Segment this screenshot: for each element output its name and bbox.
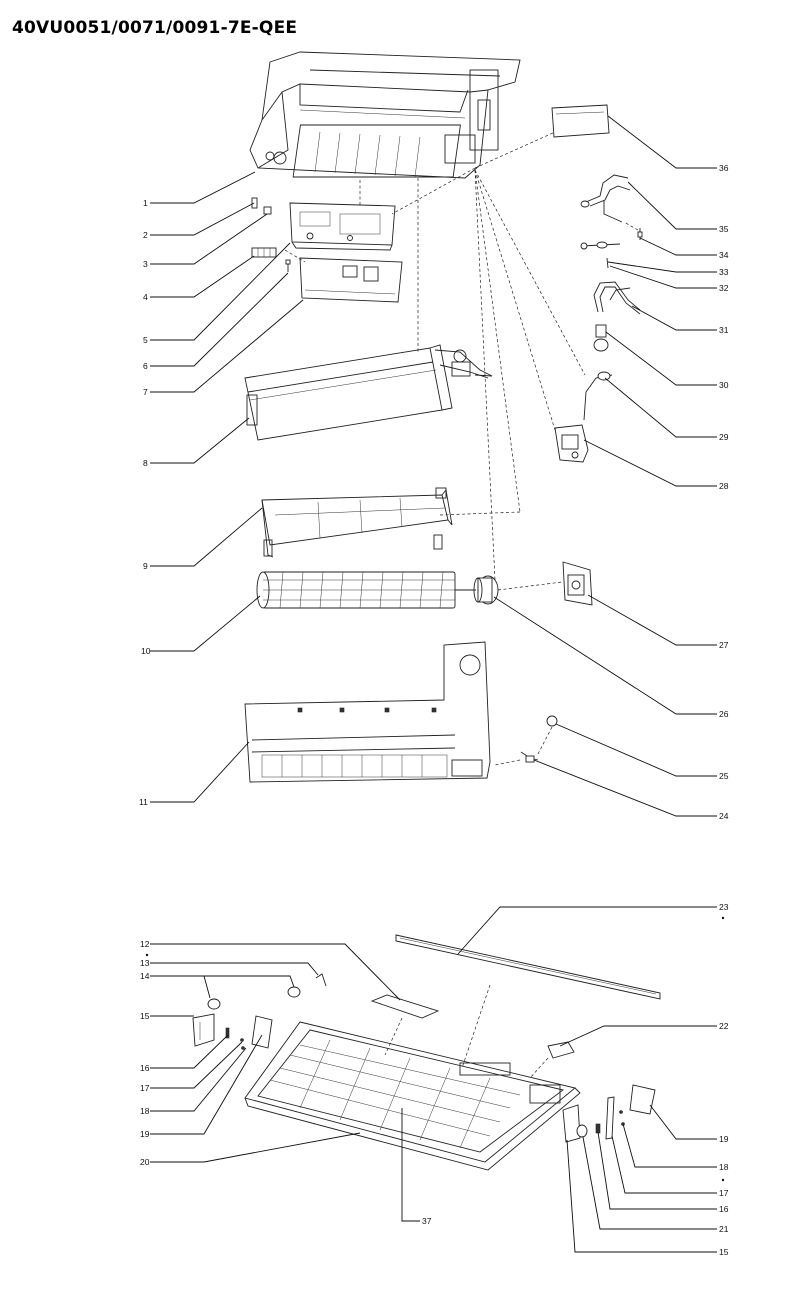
pin-part	[606, 257, 609, 269]
chassis-frame-part	[249, 51, 521, 179]
callout-labels: 1 2 3 4 5 6 7 8 9 10 11 12 13 14 15 16 1…	[139, 163, 729, 1257]
marker-dot	[721, 1178, 725, 1182]
callout-27: 27	[719, 640, 729, 650]
callout-28: 28	[719, 481, 729, 491]
side-bracket-left-part	[192, 1013, 215, 1047]
clip-parts	[251, 197, 272, 215]
callout-36: 36	[719, 163, 729, 173]
callout-19-right: 19	[719, 1134, 729, 1144]
back-chassis-part	[244, 641, 491, 783]
callout-17-right: 17	[719, 1188, 729, 1198]
filter-strip-part	[370, 994, 440, 1019]
cross-flow-fan-part	[256, 571, 476, 609]
display-cover-part	[547, 1041, 575, 1059]
motor-bracket-part	[562, 561, 593, 606]
callout-10: 10	[141, 646, 151, 656]
callout-1: 1	[143, 198, 148, 208]
callout-33: 33	[719, 267, 729, 277]
callout-22: 22	[719, 1021, 729, 1031]
hinge-parts-left	[225, 1015, 273, 1050]
callout-5: 5	[143, 335, 148, 345]
cap-parts	[207, 973, 327, 1010]
diagram-title: 40VU0051/0071/0091-7E-QEE	[12, 18, 298, 38]
callout-23: 23	[719, 902, 729, 912]
leader-lines	[150, 115, 717, 1253]
callout-19-left: 19	[140, 1129, 150, 1139]
sensor-parts	[520, 715, 558, 763]
pipe-assembly-part	[580, 174, 631, 223]
callout-16-left: 16	[140, 1063, 150, 1073]
callout-7: 7	[143, 387, 148, 397]
callout-13: 13	[140, 958, 150, 968]
tube-bundle-part	[593, 281, 641, 315]
stepping-motor-part	[554, 424, 589, 463]
callout-32: 32	[719, 283, 729, 293]
callout-11: 11	[139, 797, 148, 807]
callout-37: 37	[422, 1216, 432, 1226]
callout-6: 6	[143, 361, 148, 371]
callout-4: 4	[143, 292, 148, 302]
callout-21: 21	[719, 1224, 729, 1234]
callout-18-left: 18	[140, 1106, 150, 1116]
terminal-block-part	[251, 247, 277, 258]
callout-17-left: 17	[140, 1083, 150, 1093]
long-strip-part	[395, 934, 661, 1000]
fan-motor-part	[473, 575, 499, 605]
callout-15-left: 15	[140, 1011, 150, 1021]
callout-34: 34	[719, 250, 729, 260]
front-panel-part	[244, 1021, 581, 1171]
evaporator-part	[244, 344, 493, 441]
callout-2: 2	[143, 230, 148, 240]
callout-8: 8	[143, 458, 148, 468]
callout-24: 24	[719, 811, 729, 821]
callout-14: 14	[140, 971, 150, 981]
drain-tray-part	[261, 487, 453, 558]
screw-part	[285, 259, 291, 272]
callout-30: 30	[719, 380, 729, 390]
electrical-cover-part	[299, 257, 403, 303]
hinge-parts-right	[562, 1084, 656, 1143]
control-box-part	[289, 202, 396, 251]
dashed-connectors	[284, 131, 639, 1079]
callout-12: 12	[140, 939, 150, 949]
connector-pipe-part	[583, 371, 613, 421]
callout-15-right: 15	[719, 1247, 729, 1257]
callout-16-right: 16	[719, 1204, 729, 1214]
callout-20: 20	[140, 1157, 150, 1167]
valve-cap-part	[593, 324, 609, 352]
callout-25: 25	[719, 771, 729, 781]
callout-3: 3	[143, 259, 148, 269]
callout-26: 26	[719, 709, 729, 719]
display-board-part	[551, 104, 610, 138]
callout-31: 31	[719, 325, 729, 335]
marker-dot	[145, 953, 149, 957]
marker-dot	[721, 916, 725, 920]
capillary-part	[580, 241, 621, 250]
callout-18-right: 18	[719, 1162, 729, 1172]
callout-29: 29	[719, 432, 729, 442]
callout-9: 9	[143, 561, 148, 571]
callout-35: 35	[719, 224, 729, 234]
